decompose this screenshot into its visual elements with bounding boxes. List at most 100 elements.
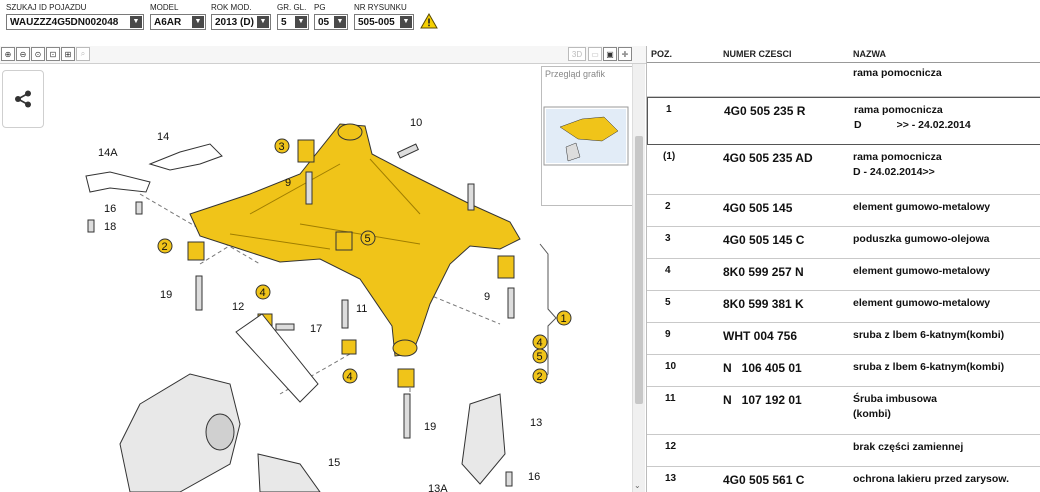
callout-14[interactable]: 14 (157, 131, 169, 143)
callout-badge-5[interactable]: 5 (360, 230, 376, 246)
table-row[interactable]: 9 WHT 004 756 sruba z lbem 6-katnym(komb… (647, 323, 1040, 355)
row-number: 4G0 505 235 R (724, 104, 806, 118)
drawing-dropdown-icon[interactable]: ▼ (400, 16, 412, 28)
callout-9[interactable]: 9 (285, 177, 291, 189)
callout-bracket (539, 243, 557, 385)
diagram-vertical-scrollbar[interactable]: ⌄ (632, 64, 645, 492)
callout-badge-2[interactable]: 2 (157, 238, 173, 254)
sub-group-value: 05 (318, 16, 330, 28)
drawing-select[interactable]: 505-005 ▼ (354, 14, 414, 30)
callout-badge-4-right[interactable]: 4 (532, 334, 548, 350)
row-name: element gumowo-metalowy (853, 296, 990, 311)
table-row[interactable]: rama pomocnicza (647, 63, 1040, 97)
mount-2 (187, 241, 205, 261)
callout-11[interactable]: 11 (356, 303, 367, 315)
zoom-out-icon[interactable]: ⊖ (16, 47, 30, 61)
main-group-select[interactable]: 5 ▼ (277, 14, 309, 30)
row-pos: 4 (665, 265, 671, 276)
search-icon[interactable]: ⌕ (76, 47, 90, 61)
cover-13 (461, 393, 506, 485)
row-pos: 11 (665, 393, 676, 404)
drawing-label: NR RYSUNKU (354, 3, 407, 12)
callout-19-lower[interactable]: 19 (424, 421, 436, 433)
callout-17[interactable]: 17 (310, 323, 322, 335)
diagram-toolbar: ⊕ ⊖ ⊙ ⊡ ⊞ ⌕ 3D ▭ ▣ ✛ (0, 46, 646, 64)
table-row[interactable]: 13 4G0 505 561 C ochrona lakieru przed z… (647, 467, 1040, 492)
zoom-reset-icon[interactable]: ⊞ (61, 47, 75, 61)
model-dropdown-icon[interactable]: ▼ (192, 16, 204, 28)
callout-badge-4-lower[interactable]: 4 (342, 368, 358, 384)
subframe-bushing-bottom (392, 339, 418, 357)
callout-badge-1[interactable]: 1 (556, 310, 572, 326)
row-name: rama pomocnicza (853, 66, 942, 81)
table-row[interactable]: 10 N 106 405 01 sruba z lbem 6-katnym(ko… (647, 355, 1040, 387)
callout-9-right[interactable]: 9 (484, 291, 490, 303)
callout-badge-4[interactable]: 4 (255, 284, 271, 300)
callout-badge-3[interactable]: 3 (274, 138, 290, 154)
row-pos: 3 (665, 233, 671, 244)
model-select[interactable]: A6AR ▼ (150, 14, 206, 30)
mount-2-lower (397, 368, 415, 388)
table-row[interactable]: 4 8K0 599 257 N element gumowo-metalowy (647, 259, 1040, 291)
vehicle-id-dropdown-icon[interactable]: ▼ (130, 16, 142, 28)
callout-4-lower: 4 (347, 371, 353, 383)
overview-differential (565, 142, 581, 162)
header-number[interactable]: NUMER CZESCI (723, 49, 792, 59)
row-name-line: element gumowo-metalowy (853, 201, 991, 213)
callout-19[interactable]: 19 (160, 289, 172, 301)
sub-group-select[interactable]: 05 ▼ (314, 14, 348, 30)
table-row[interactable]: 5 8K0 599 381 K element gumowo-metalowy (647, 291, 1040, 323)
zoom-fit-icon[interactable]: ⊙ (31, 47, 45, 61)
callout-16-lower[interactable]: 16 (528, 471, 540, 483)
row-number: 4G0 505 561 C (723, 473, 805, 487)
callout-12[interactable]: 12 (232, 301, 244, 313)
year-label: ROK MOD. (211, 3, 252, 12)
table-row[interactable]: 3 4G0 505 145 C poduszka gumowo-olejowa (647, 227, 1040, 259)
share-button[interactable] (2, 70, 44, 128)
zoom-in-icon[interactable]: ⊕ (1, 47, 15, 61)
main-group-dropdown-icon[interactable]: ▼ (295, 16, 307, 28)
sub-group-dropdown-icon[interactable]: ▼ (334, 16, 346, 28)
overview-toggle-icon[interactable]: ▣ (603, 47, 617, 61)
scroll-down-icon[interactable]: ⌄ (634, 481, 641, 490)
view-3d-button[interactable]: 3D (568, 47, 586, 61)
row-name: sruba z lbem 6-katnym(kombi) (853, 328, 1004, 343)
table-row[interactable]: 12 brak części zamiennej (647, 435, 1040, 467)
scrollbar-thumb[interactable] (635, 136, 643, 404)
callout-5: 5 (365, 233, 371, 245)
mount-3-left (297, 139, 315, 163)
parts-diagram[interactable]: 14A 14 10 9 16 18 2 5 3 19 12 4 17 11 9 … (0, 64, 632, 492)
year-select[interactable]: 2013 (D) ▼ (211, 14, 271, 30)
table-row[interactable]: 2 4G0 505 145 element gumowo-metalowy (647, 195, 1040, 227)
row-name-line: ochrona lakieru przed zarysow. (853, 473, 1009, 485)
layout-split-icon[interactable]: ▭ (588, 47, 602, 61)
header-name[interactable]: NAZWA (853, 49, 886, 59)
mount-4-right (341, 339, 357, 355)
row-name-line: rama pomocnicza (853, 151, 942, 163)
callout-16[interactable]: 16 (104, 203, 116, 215)
callout-18[interactable]: 18 (104, 221, 116, 233)
table-row[interactable]: 11 N 107 192 01 Śruba imbusowa(kombi) (647, 387, 1040, 435)
year-dropdown-icon[interactable]: ▼ (257, 16, 269, 28)
graphics-overview-panel[interactable]: Przegląd grafik (541, 66, 633, 206)
header-pos[interactable]: POZ. (651, 49, 673, 59)
pan-icon[interactable]: ✛ (618, 47, 632, 61)
callout-15[interactable]: 15 (328, 457, 340, 469)
zoom-area-icon[interactable]: ⊡ (46, 47, 60, 61)
callout-14a[interactable]: 14A (98, 147, 118, 159)
callout-13[interactable]: 13 (530, 417, 542, 429)
callout-10[interactable]: 10 (410, 117, 422, 129)
row-name-line: D >> - 24.02.2014 (854, 119, 971, 131)
callout-badge-5-right[interactable]: 5 (532, 348, 548, 364)
callout-badge-2-right[interactable]: 2 (532, 368, 548, 384)
warning-icon[interactable] (420, 13, 438, 29)
callout-4: 4 (260, 287, 266, 299)
row-pos: 5 (665, 297, 671, 308)
main-group-label: GR. GL. (277, 3, 307, 12)
vehicle-id-input[interactable]: WAUZZZ4G5DN002048 ▼ (6, 14, 144, 30)
callout-13a[interactable]: 13A (428, 483, 448, 492)
overview-thumbnail[interactable] (542, 83, 630, 205)
